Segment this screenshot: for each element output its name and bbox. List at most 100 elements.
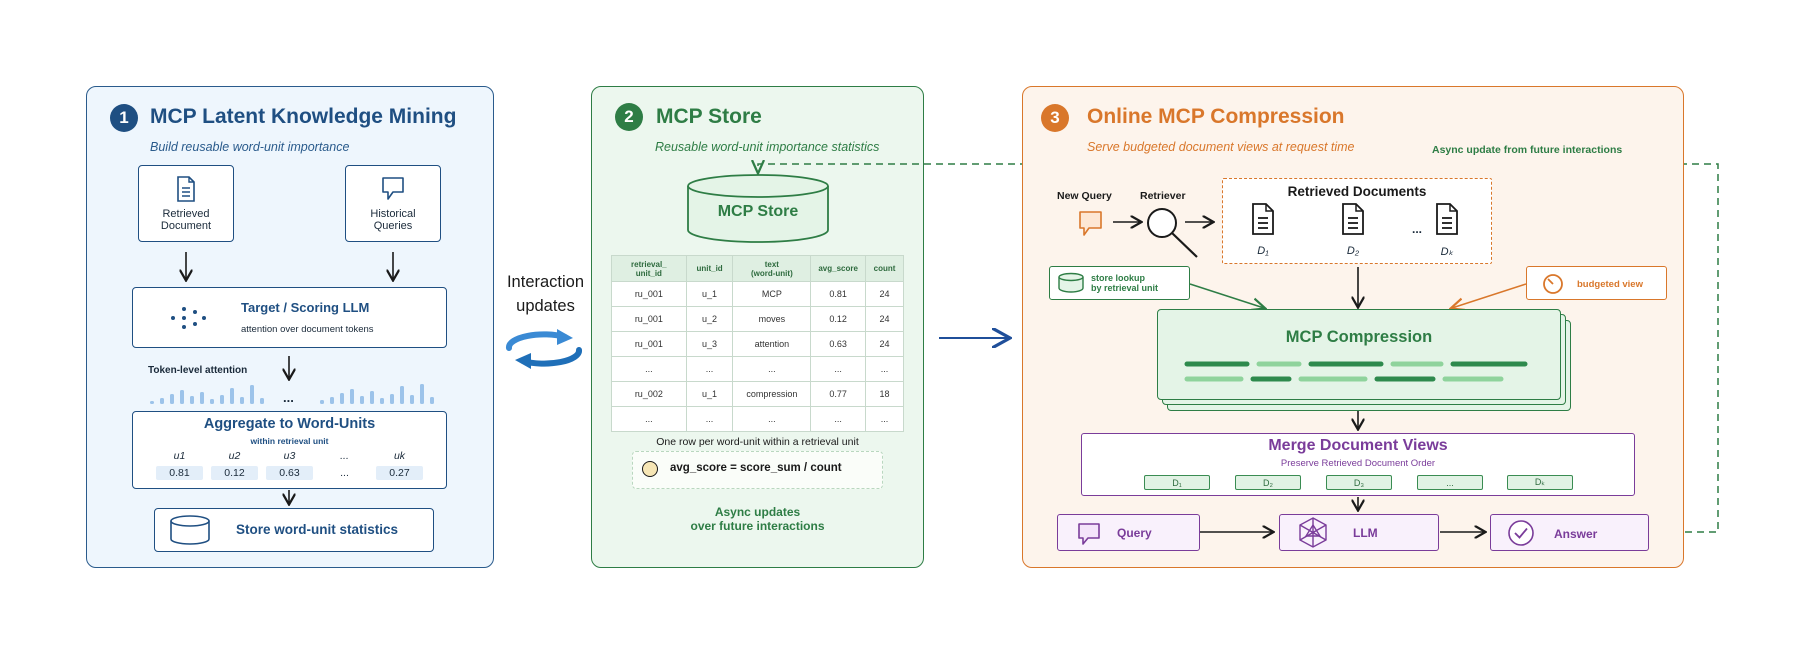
table-header-row: retrieval_unit_id unit_id text(word-unit…	[611, 255, 904, 282]
attention-bar	[240, 397, 244, 404]
attention-bar	[330, 397, 334, 404]
async-feedback-label: Async update from future interactions	[1432, 144, 1623, 156]
store-lookup-line-2: by retrieval unit	[1091, 283, 1159, 293]
refresh-cycle-icon	[506, 329, 582, 369]
unit-value: 0.63	[266, 466, 313, 480]
attention-bar	[350, 389, 354, 404]
llm-box	[1279, 514, 1439, 551]
unit-label: u2	[228, 450, 241, 462]
doc-name: D₁	[1257, 245, 1269, 257]
document-icon	[1436, 203, 1458, 235]
database-icon	[170, 515, 210, 545]
attention-bar	[420, 384, 424, 404]
async-line-1: Async updates	[714, 505, 801, 519]
row-note: One row per word-unit within a retrieval…	[656, 436, 859, 448]
magnifier-icon	[1147, 208, 1198, 258]
mcp-store-cylinder-label: MCP Store	[717, 203, 799, 220]
unit-value: 0.12	[211, 466, 258, 480]
unit-value: ...	[340, 467, 349, 479]
scoring-llm-subtitle: attention over document tokens	[241, 324, 374, 335]
doc-name: D₂	[1346, 245, 1360, 257]
document-icon	[1252, 203, 1274, 235]
score-circle-icon	[642, 461, 658, 477]
attention-bar	[380, 398, 384, 404]
store-table: retrieval_unit_id unit_id text(word-unit…	[611, 255, 904, 432]
doc-chip: D₃	[1326, 475, 1392, 490]
interaction-line-1: Interaction	[506, 273, 585, 291]
attention-bar	[200, 392, 204, 404]
panel1-subtitle: Build reusable word-unit importance	[150, 140, 350, 154]
step-number-3: 3	[1041, 104, 1069, 132]
header-cell: text(word-unit)	[732, 255, 812, 282]
historical-queries-label-1: Historical	[370, 207, 416, 220]
store-lookup-box	[1049, 266, 1190, 300]
panel2-title: MCP Store	[656, 105, 762, 128]
merge-subtitle: Preserve Retrieved Document Order	[1280, 458, 1436, 469]
doc-ellipsis: ...	[1411, 222, 1422, 236]
doc-chip: D₂	[1235, 475, 1301, 490]
unit-label: uk	[393, 450, 406, 462]
attention-bar	[170, 394, 174, 404]
gauge-icon	[1543, 274, 1563, 294]
attention-bar	[210, 399, 214, 404]
attention-bar	[250, 385, 254, 404]
async-line-2: over future interactions	[690, 519, 825, 533]
doc-chip: ...	[1417, 475, 1483, 490]
attention-bar	[230, 388, 234, 404]
database-icon	[1058, 272, 1084, 293]
query-label: Query	[1117, 526, 1152, 540]
doc-name: Dₖ	[1440, 246, 1454, 258]
document-icon	[177, 175, 195, 202]
unit-value: 0.81	[156, 466, 203, 480]
query-bubble-icon	[1078, 523, 1100, 545]
attention-bar	[370, 391, 374, 404]
panel3-title: Online MCP Compression	[1087, 105, 1345, 128]
attention-bar	[260, 398, 264, 404]
mcp-store-cylinder	[687, 174, 829, 243]
document-icon	[1342, 203, 1364, 235]
store-lookup-label: store lookup by retrieval unit	[1091, 273, 1158, 293]
neural-dots-icon	[171, 307, 206, 329]
unit-value: 0.27	[376, 466, 423, 480]
panel1-title: MCP Latent Knowledge Mining	[150, 105, 457, 128]
async-updates-note: Async updates over future interactions	[591, 505, 924, 533]
header-cell: avg_score	[810, 255, 867, 282]
attention-bar	[150, 401, 154, 404]
formula-text: avg_score = score_sum / count	[670, 462, 842, 474]
aggregate-title: Aggregate to Word-Units	[203, 416, 376, 432]
panel3-subtitle: Serve budgeted document views at request…	[1087, 140, 1355, 154]
attention-bar	[190, 396, 194, 404]
attention-bars	[150, 384, 434, 404]
attention-bar	[340, 393, 344, 404]
retriever-label: Retriever	[1140, 190, 1186, 202]
attention-bar	[430, 397, 434, 404]
scoring-llm-title: Target / Scoring LLM	[241, 300, 370, 315]
historical-queries-box: Historical Queries	[345, 165, 441, 242]
token-attention-label: Token-level attention	[148, 365, 248, 376]
attention-bar	[410, 395, 414, 404]
retrieved-document-label-2: Document	[160, 219, 212, 232]
panel2-subtitle: Reusable word-unit importance statistics	[655, 140, 880, 154]
retrieved-documents-title: Retrieved Documents	[1287, 184, 1427, 199]
network-icon	[1299, 517, 1327, 548]
attention-bar	[360, 396, 364, 404]
aggregate-subtitle: within retrieval unit	[250, 436, 329, 446]
store-lookup-line-1: store lookup	[1091, 273, 1146, 283]
header-cell: count	[865, 255, 904, 282]
mcp-compression-box	[1157, 309, 1561, 400]
answer-label: Answer	[1554, 527, 1598, 541]
new-query-label: New Query	[1057, 190, 1112, 202]
attention-bar	[400, 386, 404, 404]
header-cell: retrieval_unit_id	[611, 255, 687, 282]
compressed-token-lines	[1184, 361, 1528, 382]
store-statistics-label: Store word-unit statistics	[236, 522, 399, 537]
interaction-line-2: updates	[516, 297, 575, 315]
chat-bubble-icon	[382, 176, 404, 200]
formula-box	[632, 451, 883, 489]
attention-bar	[160, 398, 164, 404]
